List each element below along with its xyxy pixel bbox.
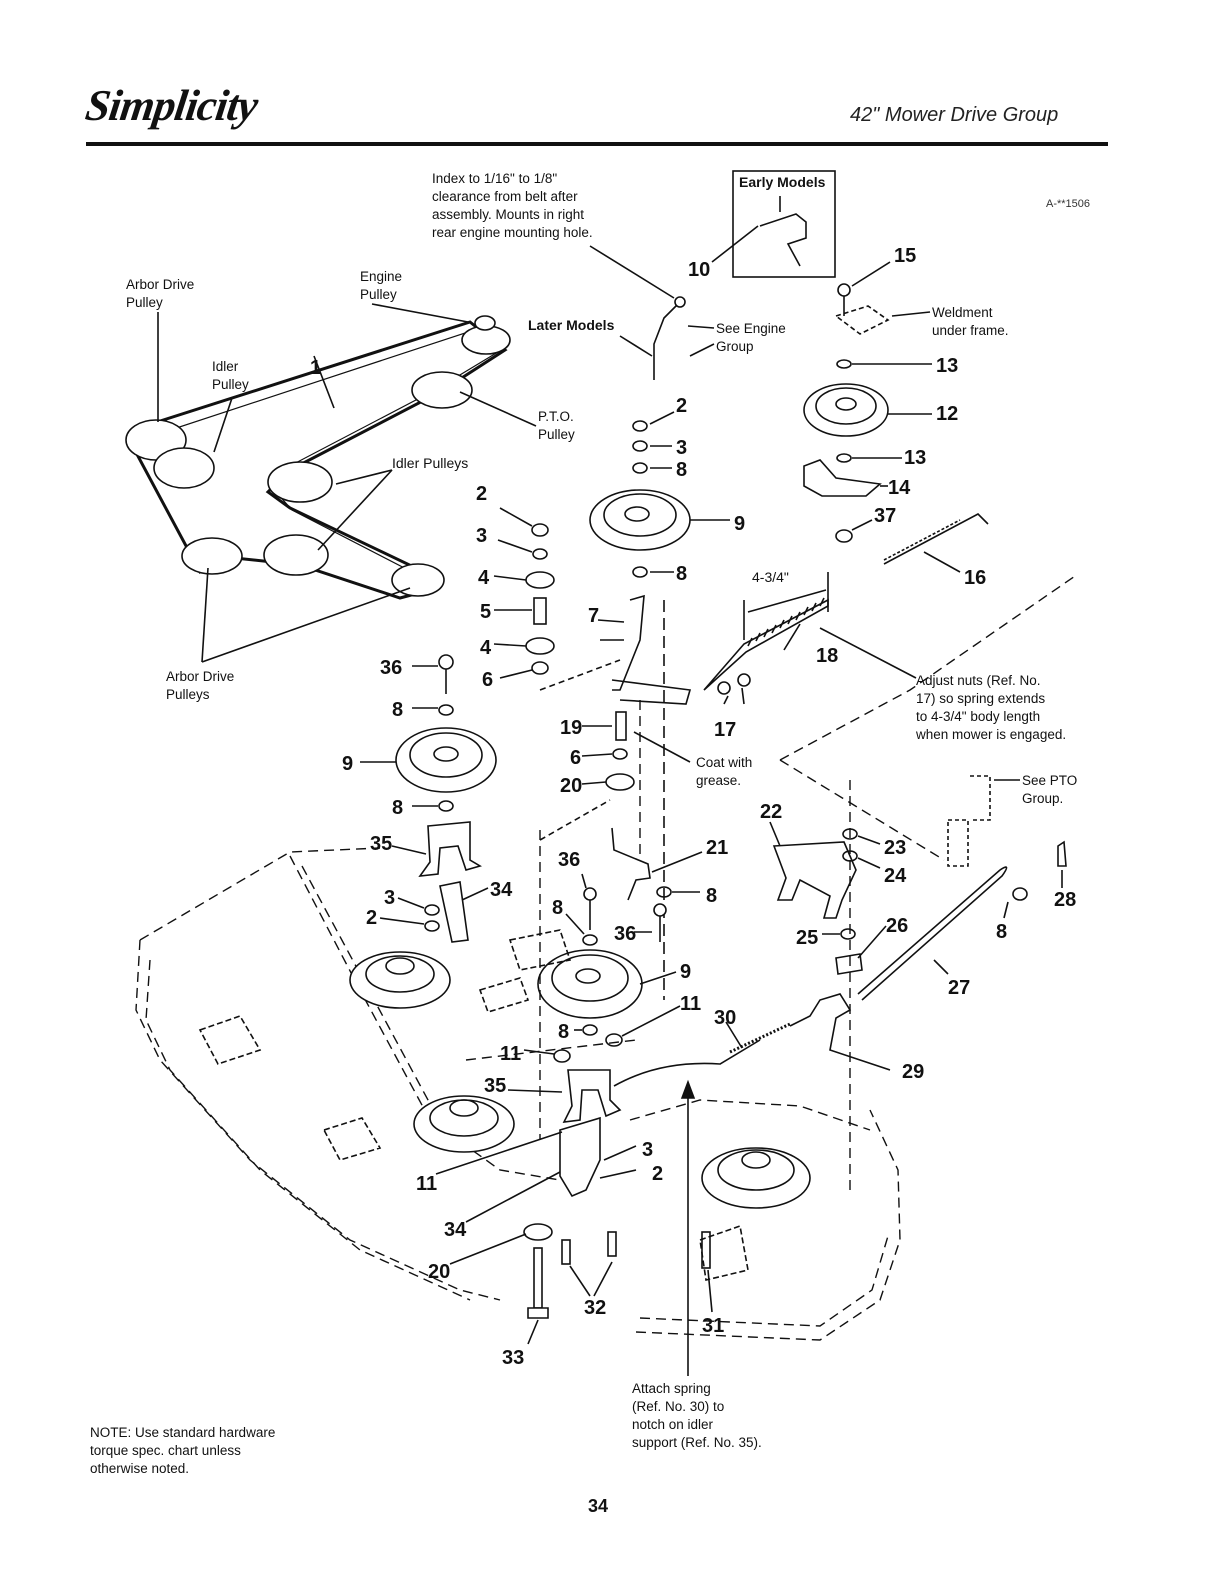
note-weldment: Weldment under frame.	[932, 305, 1009, 338]
callout-34b: 34	[444, 1219, 467, 1241]
callout-3d: 3	[642, 1139, 653, 1161]
note-coat-grease: Coat with grease.	[696, 755, 753, 788]
callout-11b: 11	[500, 1043, 521, 1065]
callout-36a: 36	[380, 657, 402, 679]
callout-4a: 4	[478, 567, 490, 589]
callout-23: 23	[884, 837, 906, 859]
later-models-label: Later Models	[528, 317, 615, 333]
note-torque: NOTE: Use standard hardware torque spec.…	[90, 1425, 276, 1476]
callout-15: 15	[894, 245, 916, 267]
callout-4b: 4	[480, 637, 492, 659]
callout-19: 19	[560, 717, 582, 739]
label-idler-pulleys: Idler Pulleys	[392, 455, 468, 471]
callout-1: 1	[310, 357, 321, 379]
callout-18: 18	[816, 645, 838, 667]
callout-8a: 8	[676, 459, 687, 481]
callout-8f: 8	[706, 885, 717, 907]
callout-29: 29	[902, 1061, 924, 1083]
callout-6a: 6	[482, 669, 493, 691]
callout-16: 16	[964, 567, 986, 589]
callout-32: 32	[584, 1297, 606, 1319]
callout-33: 33	[502, 1347, 524, 1369]
callout-8b: 8	[676, 563, 687, 585]
callout-13a: 13	[936, 355, 958, 377]
callout-2c: 2	[366, 907, 377, 929]
callout-36b: 36	[558, 849, 580, 871]
callout-25: 25	[796, 927, 818, 949]
callout-8c: 8	[392, 699, 403, 721]
callout-3a: 3	[676, 437, 687, 459]
callout-20a: 20	[560, 775, 582, 797]
page-number: 34	[588, 1496, 609, 1516]
early-models-box	[732, 170, 836, 278]
callout-37: 37	[874, 505, 896, 527]
label-idler-pulley: Idler Pulley	[212, 359, 249, 392]
note-adjust-nuts: Adjust nuts (Ref. No. 17) so spring exte…	[916, 673, 1067, 742]
note-index-clearance: Index to 1/16" to 1/8" clearance from be…	[432, 171, 593, 240]
label-arbor-drive-pulley: Arbor Drive Pulley	[126, 277, 195, 310]
callout-36c: 36	[614, 923, 636, 945]
callout-3c: 3	[384, 887, 395, 909]
note-see-pto: See PTO Group.	[1022, 773, 1078, 806]
callout-26: 26	[886, 915, 908, 937]
callout-9a: 9	[734, 513, 745, 535]
callout-7: 7	[588, 605, 599, 627]
callout-10: 10	[688, 259, 710, 281]
callout-9c: 9	[680, 961, 691, 983]
header-rule	[86, 142, 1108, 146]
callout-2d: 2	[652, 1163, 663, 1185]
callout-2a: 2	[676, 395, 687, 417]
callout-8e: 8	[996, 921, 1007, 943]
label-engine-pulley: Engine Pulley	[360, 269, 403, 302]
page-title: 42" Mower Drive Group	[850, 104, 1059, 126]
callout-34a: 34	[490, 879, 513, 901]
callout-14: 14	[888, 477, 911, 499]
note-see-engine: See Engine Group	[716, 321, 786, 354]
document-id: A-**1506	[1046, 198, 1091, 210]
callout-12: 12	[936, 403, 958, 425]
callout-31: 31	[702, 1315, 724, 1337]
belt-schematic	[125, 315, 511, 600]
early-models-label: Early Models	[739, 174, 826, 190]
callout-28: 28	[1054, 889, 1076, 911]
callout-30: 30	[714, 1007, 736, 1029]
callout-35b: 35	[484, 1075, 506, 1097]
callout-21: 21	[706, 837, 728, 859]
callout-13b: 13	[904, 447, 926, 469]
note-attach-spring: Attach spring (Ref. No. 30) to notch on …	[632, 1381, 762, 1450]
label-arbor-drive-pulleys: Arbor Drive Pulleys	[166, 669, 235, 702]
callout-5: 5	[480, 601, 491, 623]
callout-11c: 11	[416, 1173, 437, 1195]
callout-8g: 8	[552, 897, 563, 919]
label-pto-pulley: P.T.O. Pulley	[538, 409, 575, 442]
callout-9b: 9	[342, 753, 353, 775]
callout-35a: 35	[370, 833, 392, 855]
callout-6b: 6	[570, 747, 581, 769]
callout-17: 17	[714, 719, 736, 741]
callout-22: 22	[760, 801, 782, 823]
callout-8h: 8	[558, 1021, 569, 1043]
callout-3b: 3	[476, 525, 487, 547]
callout-2b: 2	[476, 483, 487, 505]
callout-8d: 8	[392, 797, 403, 819]
callout-11a: 11	[680, 993, 701, 1015]
callout-24: 24	[884, 865, 907, 887]
callout-27: 27	[948, 977, 970, 999]
callout-20b: 20	[428, 1261, 450, 1283]
dimension-label: 4-3/4"	[752, 569, 789, 585]
